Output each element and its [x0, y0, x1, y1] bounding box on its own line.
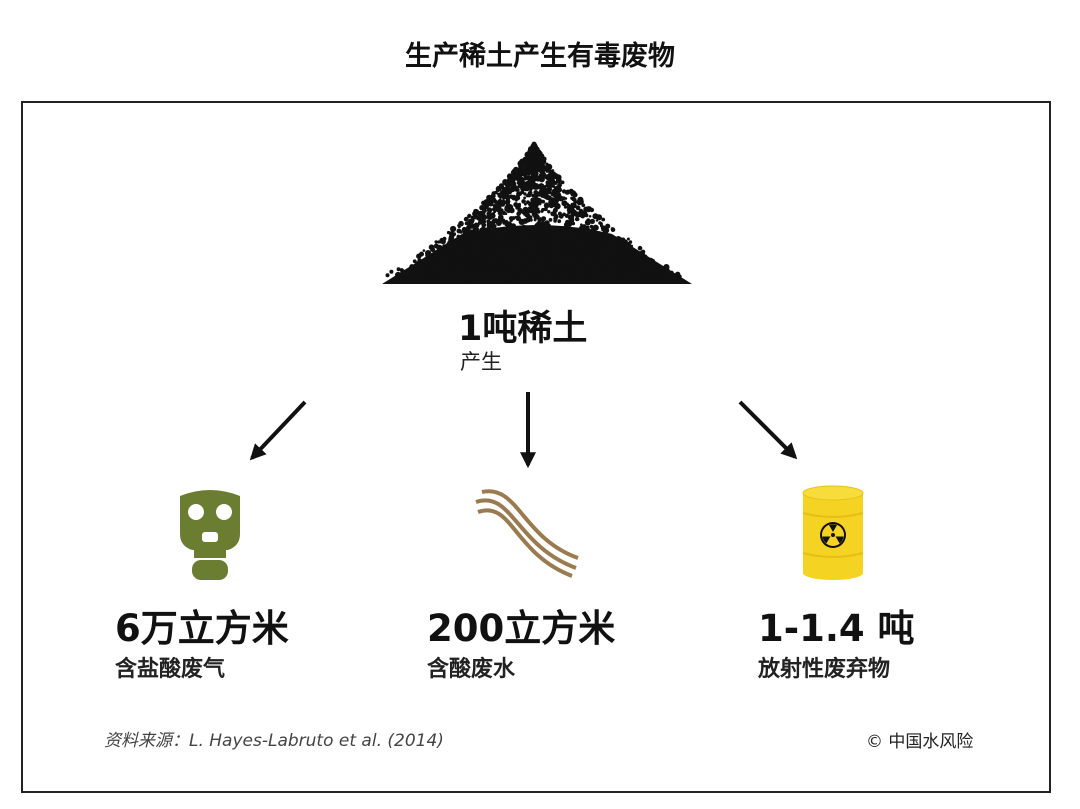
arrow-right	[738, 400, 798, 460]
output-label-water: 含酸废水	[427, 657, 516, 682]
output-label-gas: 含盐酸废气	[115, 657, 226, 682]
arrow-left	[249, 400, 307, 461]
page-title: 生产稀土产生有毒废物	[405, 41, 675, 72]
output-amount-radioactive: 1-1.4 吨	[758, 607, 915, 650]
gas-mask-icon	[180, 490, 240, 580]
wastewater-stream-icon	[475, 489, 579, 578]
radioactive-barrel-icon	[802, 485, 864, 580]
copyright-notice: © 中国水风险	[866, 732, 974, 752]
output-label-radioactive: 放射性废弃物	[758, 657, 891, 682]
source-amount: 1吨稀土	[458, 309, 588, 349]
infographic-frame	[21, 101, 1051, 793]
source-label: 产生	[460, 350, 502, 374]
data-source-citation: 资料来源：L. Hayes-Labruto et al. (2014)	[104, 731, 444, 751]
rare-earth-pile-icon	[382, 141, 692, 284]
output-amount-water: 200立方米	[427, 607, 616, 650]
output-amount-gas: 6万立方米	[115, 607, 289, 650]
